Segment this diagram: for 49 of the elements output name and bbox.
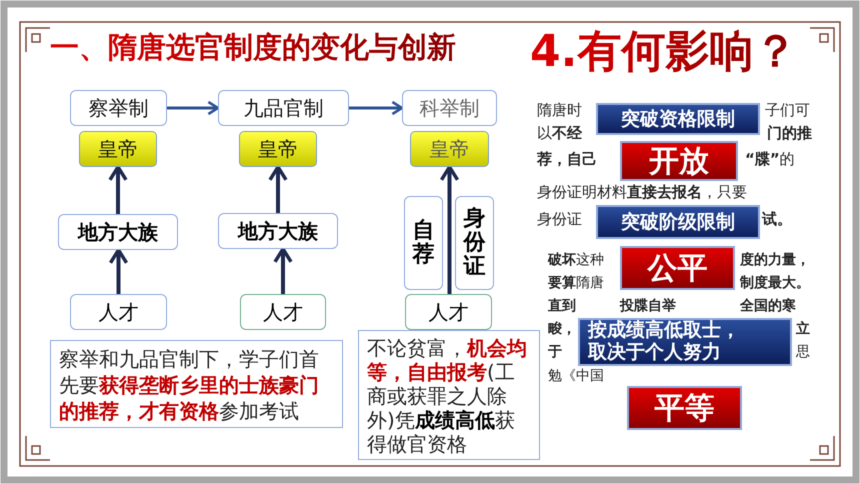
- arrow: [108, 248, 128, 294]
- text-fragment: 全国的寒: [740, 298, 796, 315]
- callout-box: 按成绩高低取士，取决于个人努力: [578, 318, 792, 366]
- emperor-box: 皇帝: [239, 131, 317, 167]
- method-box: 身份证: [455, 196, 494, 290]
- talent-box: 人才: [70, 294, 167, 330]
- callout-box: 突破阶级限制: [596, 205, 760, 239]
- text-fragment: 荐，自己: [537, 150, 597, 168]
- method-box: 自荐: [404, 196, 443, 290]
- arrow: [167, 100, 220, 116]
- system-box: 察举制: [70, 90, 167, 126]
- text-fragment: 直到: [548, 298, 576, 315]
- system-box: 九品官制: [218, 90, 349, 126]
- text-fragment: 门的推: [767, 124, 812, 142]
- arrow: [268, 165, 288, 213]
- keyword-box: 公平: [620, 246, 735, 290]
- text-fragment: 度的力量，: [740, 252, 810, 269]
- note-box: 察举和九品官制下，学子们首先要获得垄断乡里的士族豪门的推荐，才有资格参加考试: [50, 340, 343, 428]
- text-fragment: 于: [548, 344, 562, 361]
- text-fragment: 畯，: [548, 321, 576, 338]
- talent-box: 人才: [240, 294, 326, 330]
- arrow: [273, 247, 293, 294]
- arrow: [440, 165, 460, 294]
- text-fragment: 要算隋唐: [548, 275, 604, 292]
- arrow: [349, 100, 404, 116]
- text-fragment: 隋唐时: [537, 101, 582, 119]
- emperor-box: 皇帝: [410, 131, 489, 167]
- text-fragment: 身份证明材料直接去报名，只要: [537, 183, 747, 201]
- text-fragment: 子们可: [765, 101, 810, 119]
- text-fragment: 试。: [762, 210, 792, 228]
- keyword-box: 平等: [627, 386, 742, 430]
- clan-box: 地方大族: [218, 213, 338, 249]
- text-fragment: 勉《中国: [548, 368, 604, 385]
- text-fragment: 破坏这种: [548, 252, 604, 269]
- text-fragment: 身份证: [537, 210, 582, 228]
- text-fragment: 思: [796, 344, 810, 361]
- text-fragment: 投牒自举: [620, 298, 676, 315]
- text-fragment: 立: [796, 321, 810, 338]
- keyword-box: 开放: [620, 141, 738, 181]
- system-box: 科举制: [402, 90, 497, 126]
- note-box: 不论贫富，机会均等，自由报考(工商或获罪之人除外)凭成绩高低获得做官资格: [358, 330, 540, 460]
- talent-box: 人才: [405, 294, 492, 330]
- text-fragment: 制度最大。: [740, 275, 810, 292]
- callout-box: 突破资格限制: [596, 103, 760, 135]
- text-fragment: 以不经: [537, 124, 582, 142]
- text-fragment: “牒”的: [745, 150, 795, 168]
- arrow: [108, 165, 128, 214]
- emperor-box: 皇帝: [79, 131, 157, 167]
- clan-box: 地方大族: [58, 214, 178, 250]
